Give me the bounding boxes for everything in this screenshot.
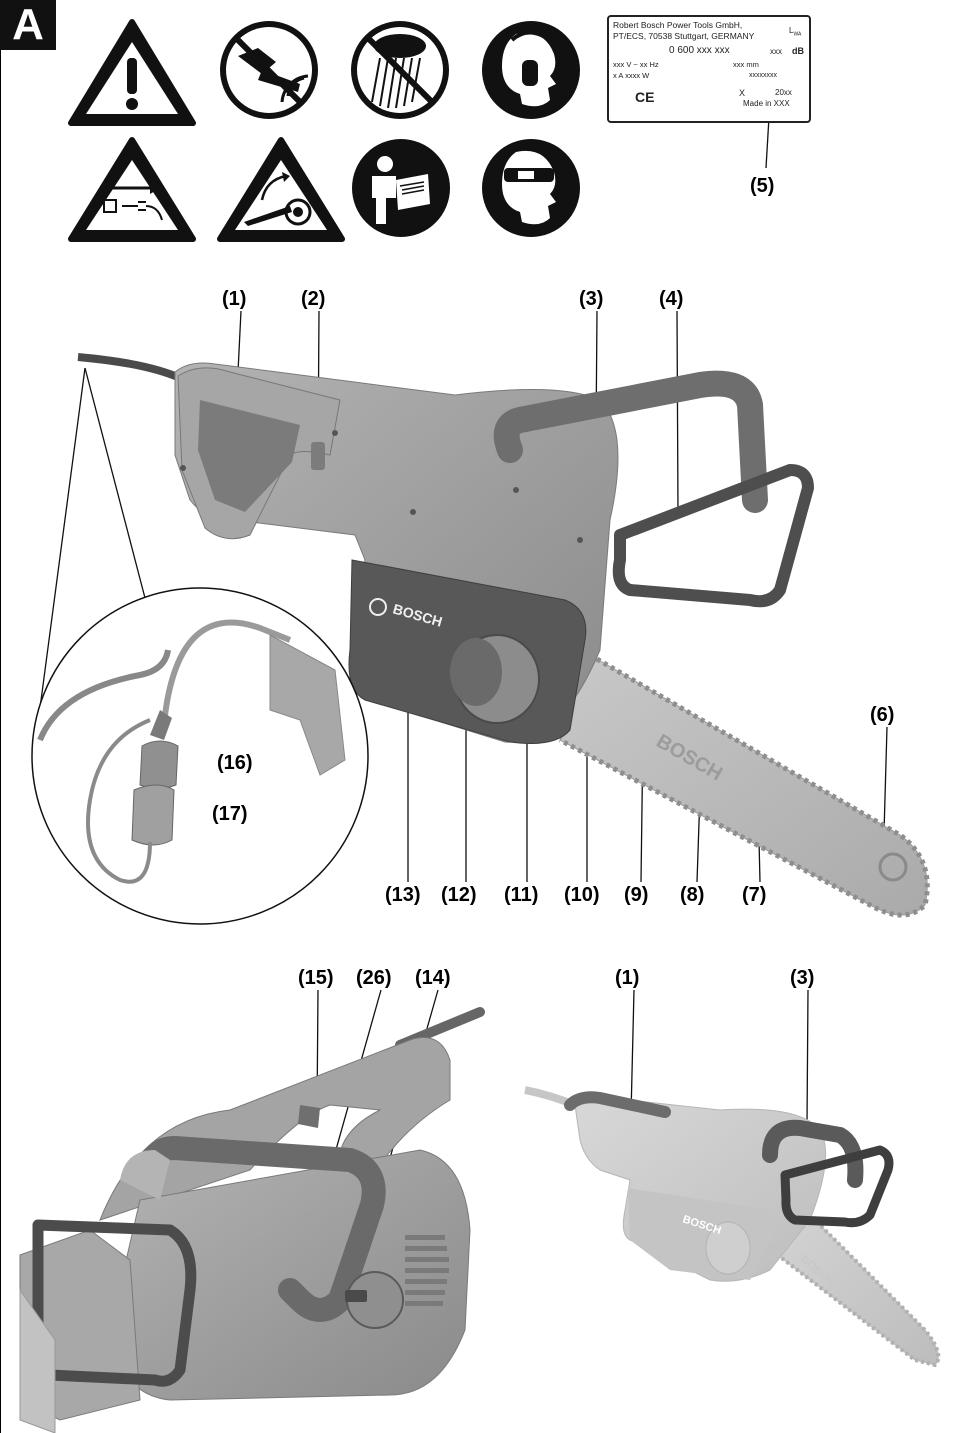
no-rain-icon <box>351 21 449 119</box>
plate-current-power: x A xxxx W <box>613 71 650 80</box>
plate-manufacturer-line1: Robert Bosch Power Tools GmbH, <box>613 20 743 30</box>
general-warning-icon <box>68 19 196 126</box>
plate-year: 20xx <box>775 88 792 97</box>
rating-plate: Robert Bosch Power Tools GmbH, PT/ECS, 7… <box>607 15 811 123</box>
kickback-warning-icon <box>217 137 345 242</box>
plate-x-mark: X <box>739 88 746 98</box>
callout-2: (2) <box>301 288 326 310</box>
plate-bar-length: xxx mm <box>733 60 759 69</box>
callout-15: (15) <box>298 967 334 989</box>
ear-protection-icon <box>482 21 580 119</box>
cable-plug <box>139 740 179 789</box>
retaining-knob <box>450 638 502 706</box>
housing-screw <box>577 537 583 543</box>
small-rear-handle <box>564 1091 671 1118</box>
plate-sound-value: xxx <box>770 47 782 56</box>
saw-chain <box>558 652 930 918</box>
section-badge: A <box>0 0 56 50</box>
plate-sound-label: LWA <box>789 26 801 38</box>
rear-handle-opening <box>198 400 300 512</box>
bosch-logo-icon <box>369 598 387 616</box>
callout-16: (16) <box>217 752 253 774</box>
bar-nose-sprocket <box>878 852 908 882</box>
callout-7: (7) <box>742 884 767 906</box>
small-saw-chain <box>743 1173 941 1368</box>
callout-3-small: (3) <box>790 967 815 989</box>
eye-protection-icon <box>482 139 580 237</box>
callout-10: (10) <box>564 884 600 906</box>
on-off-switch <box>311 442 325 470</box>
vent-slots-icon <box>405 1235 449 1306</box>
device-cable <box>162 619 292 716</box>
main-chainsaw: BOSCH BOSCH <box>77 353 930 918</box>
callout-5: (5) <box>750 175 775 197</box>
plate-made-in: Made in XXX <box>743 99 790 108</box>
front-handle <box>493 370 768 513</box>
housing-screw <box>332 430 338 436</box>
callout-26: (26) <box>356 967 392 989</box>
plate-ce-mark: CE <box>635 89 655 105</box>
small-hand-guard <box>780 1145 894 1228</box>
callout-11: (11) <box>504 884 539 906</box>
rear-view-handle-mount <box>120 1150 170 1200</box>
rear-view-bar <box>19 1288 56 1433</box>
plate-sound-subscript: WA <box>793 31 802 38</box>
callout-8: (8) <box>680 884 705 906</box>
power-cord <box>77 353 182 382</box>
plug-detail-inset <box>31 587 369 925</box>
callout-14: (14) <box>415 967 451 989</box>
plate-article-number: 0 600 xxx xxx <box>669 45 730 56</box>
callout-3: (3) <box>579 288 604 310</box>
cable-strain-relief <box>150 710 172 740</box>
plate-voltage: xxx V ~ xx Hz <box>613 60 659 69</box>
chainsaw-handling-icon <box>220 21 318 119</box>
small-overview-chainsaw: BOSCH BOSCH <box>524 1086 941 1368</box>
read-manual-icon <box>352 139 450 237</box>
callout-4: (4) <box>659 288 684 310</box>
handle-detail <box>269 634 346 776</box>
extension-cable <box>37 649 171 742</box>
callout-9: (9) <box>624 884 649 906</box>
callout-17: (17) <box>212 803 248 825</box>
housing-screw <box>513 487 519 493</box>
extension-socket <box>131 784 175 846</box>
callout-13: (13) <box>385 884 421 906</box>
page-left-border <box>0 0 1 1433</box>
small-knob <box>705 1221 751 1275</box>
callout-6: (6) <box>870 704 895 726</box>
callout-1-small: (1) <box>615 967 640 989</box>
cable-loop <box>86 718 152 884</box>
lock-off-button <box>298 1105 320 1128</box>
housing-screw <box>410 509 416 515</box>
guide-bar <box>559 654 928 916</box>
plate-serial: xxxxxxxx <box>749 72 777 79</box>
hand-guard <box>612 464 814 608</box>
plate-manufacturer-line2: PT/ECS, 70538 Stuttgart, GERMANY <box>613 31 755 41</box>
callout-1: (1) <box>222 288 247 310</box>
rear-view-chainsaw <box>19 1007 485 1433</box>
plate-sound-symbol: L <box>789 26 794 35</box>
callout-12: (12) <box>441 884 477 906</box>
unplug-when-damaged-icon <box>68 137 196 242</box>
housing-screw <box>180 465 186 471</box>
plate-sound-unit: dB <box>792 46 804 56</box>
cord-hook <box>345 1290 367 1302</box>
